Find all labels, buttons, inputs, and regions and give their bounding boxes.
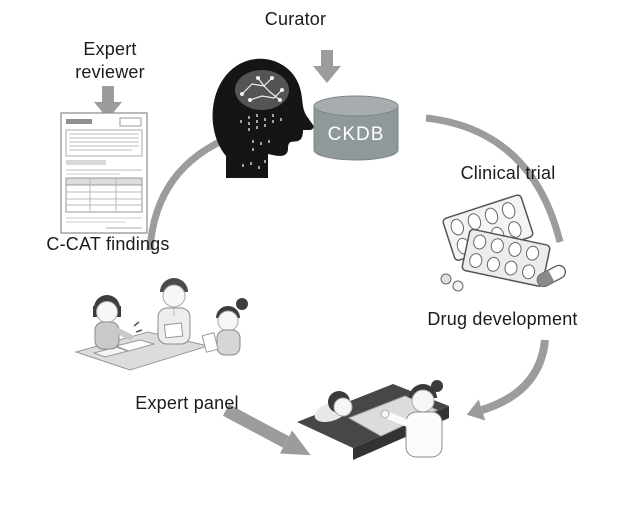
expert-panel-to-patient-arrow <box>222 404 311 456</box>
curator-label: Curator <box>264 9 327 29</box>
blister-pack-2 <box>461 228 551 287</box>
medicine-blister-pack-illustration <box>440 194 567 292</box>
circuit-lines <box>241 77 283 101</box>
arrowhead <box>279 430 311 456</box>
drug-development-label: Drug development <box>427 309 578 329</box>
report-document-illustration <box>60 112 148 234</box>
ccat-findings-label: C-CAT findings <box>46 234 170 254</box>
drug-development-to-patient-arrow <box>466 339 549 421</box>
nurse <box>380 380 443 458</box>
panel-member-middle <box>157 278 191 345</box>
cylinder-body <box>313 105 399 161</box>
panel-member-left <box>93 295 143 350</box>
findings-to-curator-arc <box>146 132 235 251</box>
digit-matrix <box>240 114 282 169</box>
cylinder-top <box>313 95 399 117</box>
panel-member-right <box>201 298 248 356</box>
capsule-pill <box>536 264 567 288</box>
ckdb-database: CKDB <box>313 95 399 161</box>
round-pill <box>440 273 452 285</box>
document-table <box>65 177 143 213</box>
circuit-nodes <box>240 76 284 102</box>
curator-down-arrow <box>313 50 341 83</box>
reviewer-down-arrow <box>94 86 122 119</box>
expert-reviewer-label: Expert reviewer <box>75 39 145 82</box>
expert-panel-illustration <box>74 278 248 371</box>
expert-panel-label: Expert panel <box>135 393 239 413</box>
ckdb-label: CKDB <box>328 124 385 145</box>
arrowhead <box>466 399 486 421</box>
curator-head-illustration <box>212 58 314 178</box>
clinical-trial-label: Clinical trial <box>460 163 556 183</box>
patient-care-illustration <box>297 380 449 460</box>
round-pill <box>452 280 464 292</box>
ckdb-to-clinical-trial-arc <box>425 114 564 243</box>
document-text-lines <box>69 133 139 151</box>
blister-pack-1 <box>442 194 534 261</box>
